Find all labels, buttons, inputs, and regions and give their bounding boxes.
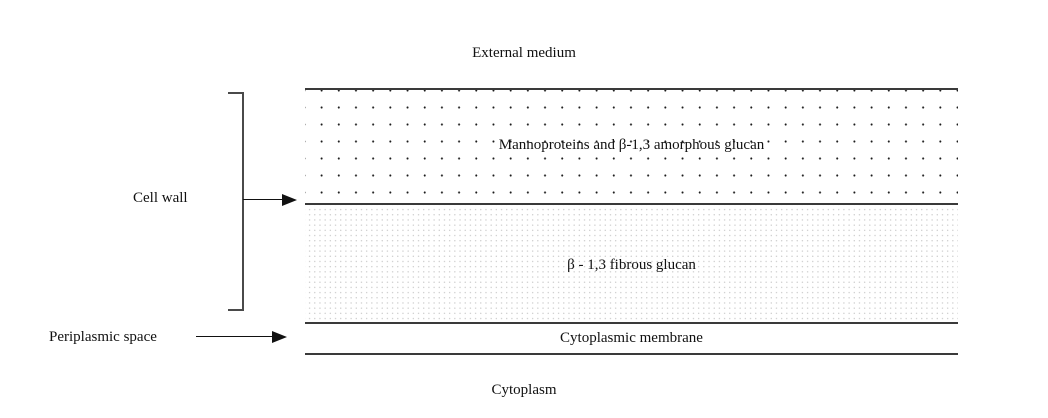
periplasmic-space-arrow-icon [196, 331, 288, 343]
arrow-shaft [196, 336, 274, 337]
periplasmic-space-label: Periplasmic space [49, 329, 157, 345]
mannoprotein-layer [305, 90, 958, 203]
cell-wall-bracket [228, 92, 244, 311]
fibrous-glucan-layer-caption: β - 1,3 fibrous glucan [567, 257, 696, 273]
external-medium-label: External medium [472, 45, 576, 61]
fibrous-glucan-layer [305, 205, 958, 322]
mannoprotein-layer-caption: Mannoproteins and β-1,3 amorphous glucan [498, 137, 765, 153]
membrane-upper-line [305, 322, 958, 324]
arrow-head [282, 194, 297, 206]
wall-layer-divider-line [305, 203, 958, 205]
wall-layer-stack: Mannoproteins and β-1,3 amorphous glucan… [305, 88, 958, 355]
cytoplasmic-membrane-band [305, 324, 958, 353]
cell-wall-label: Cell wall [133, 190, 188, 206]
cytoplasmic-membrane-caption: Cytoplasmic membrane [560, 330, 703, 346]
arrow-head [272, 331, 287, 343]
cell-wall-arrow-icon [243, 194, 297, 206]
membrane-lower-line [305, 353, 958, 355]
cytoplasm-label: Cytoplasm [491, 382, 557, 398]
arrow-shaft [243, 199, 284, 200]
wall-outer-boundary-line [305, 88, 958, 90]
